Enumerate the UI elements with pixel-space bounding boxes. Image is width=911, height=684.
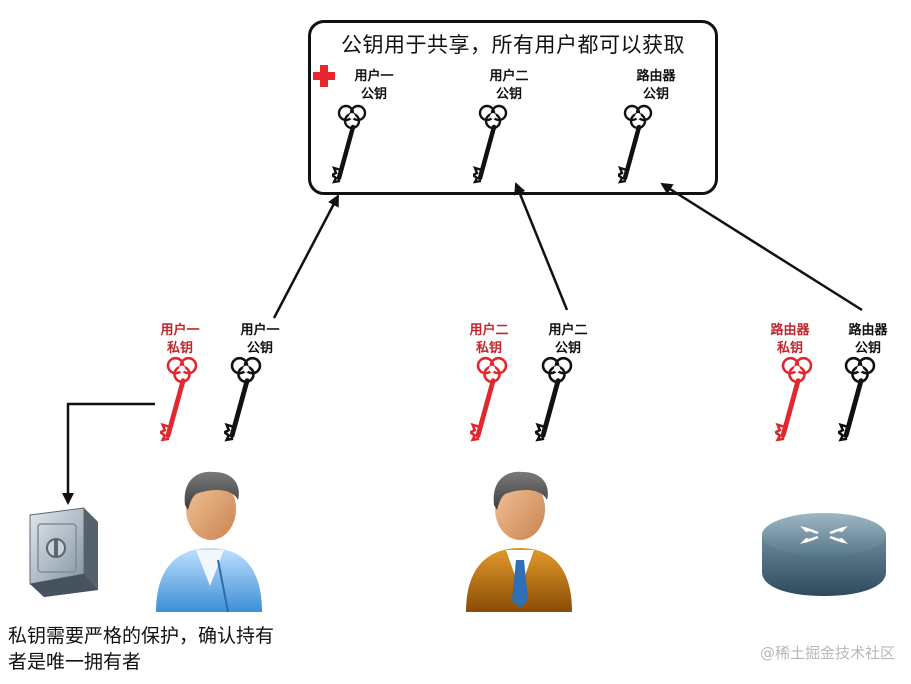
shared-public-key-user2-icon: [473, 106, 506, 182]
public-key-user1-icon: [225, 358, 260, 440]
red-plus-icon: [313, 65, 335, 87]
arrow-private-to-safe: [62, 402, 155, 505]
public-key-label-user2: 用户二 公钥: [548, 323, 588, 356]
shared-key-label-router: 路由器 公钥: [636, 69, 676, 102]
public-key-label-user1: 用户一 公钥: [240, 323, 280, 356]
shared-key-label-user2: 用户二 公钥: [489, 69, 529, 102]
private-key-router-icon: [776, 358, 811, 440]
arrow-router-to-box: [660, 182, 863, 312]
private-key-label-user1: 用户一 私钥: [160, 323, 200, 356]
shared-public-key-box: 公钥用于共享，所有用户都可以获取: [308, 20, 718, 195]
public-key-user2-icon: [536, 358, 571, 440]
shared-box-title: 公钥用于共享，所有用户都可以获取: [341, 33, 685, 57]
person-orange-icon: [466, 471, 572, 612]
private-key-label-user2: 用户二 私钥: [469, 323, 509, 356]
person-blue-icon: [156, 471, 262, 613]
arrow-user2-to-box: [514, 182, 569, 311]
private-key-user2-icon: [471, 358, 506, 440]
private-key-label-router: 路由器 私钥: [770, 323, 810, 356]
private-key-user1-icon: [161, 358, 196, 440]
router-icon: [762, 513, 886, 596]
safe-icon: [29, 507, 98, 597]
watermark: @稀土掘金技术社区: [759, 644, 895, 662]
public-key-label-router: 路由器 公钥: [848, 323, 888, 356]
public-key-router-icon: [839, 358, 874, 440]
shared-key-label-user1: 用户一 公钥: [354, 69, 394, 102]
shared-public-key-router-icon: [618, 106, 651, 182]
arrow-user1-to-box: [272, 194, 340, 319]
shared-public-key-user1-icon: [332, 106, 365, 182]
private-key-note: 私钥需要严格的保护，确认持有者是唯一拥有者: [8, 625, 275, 673]
